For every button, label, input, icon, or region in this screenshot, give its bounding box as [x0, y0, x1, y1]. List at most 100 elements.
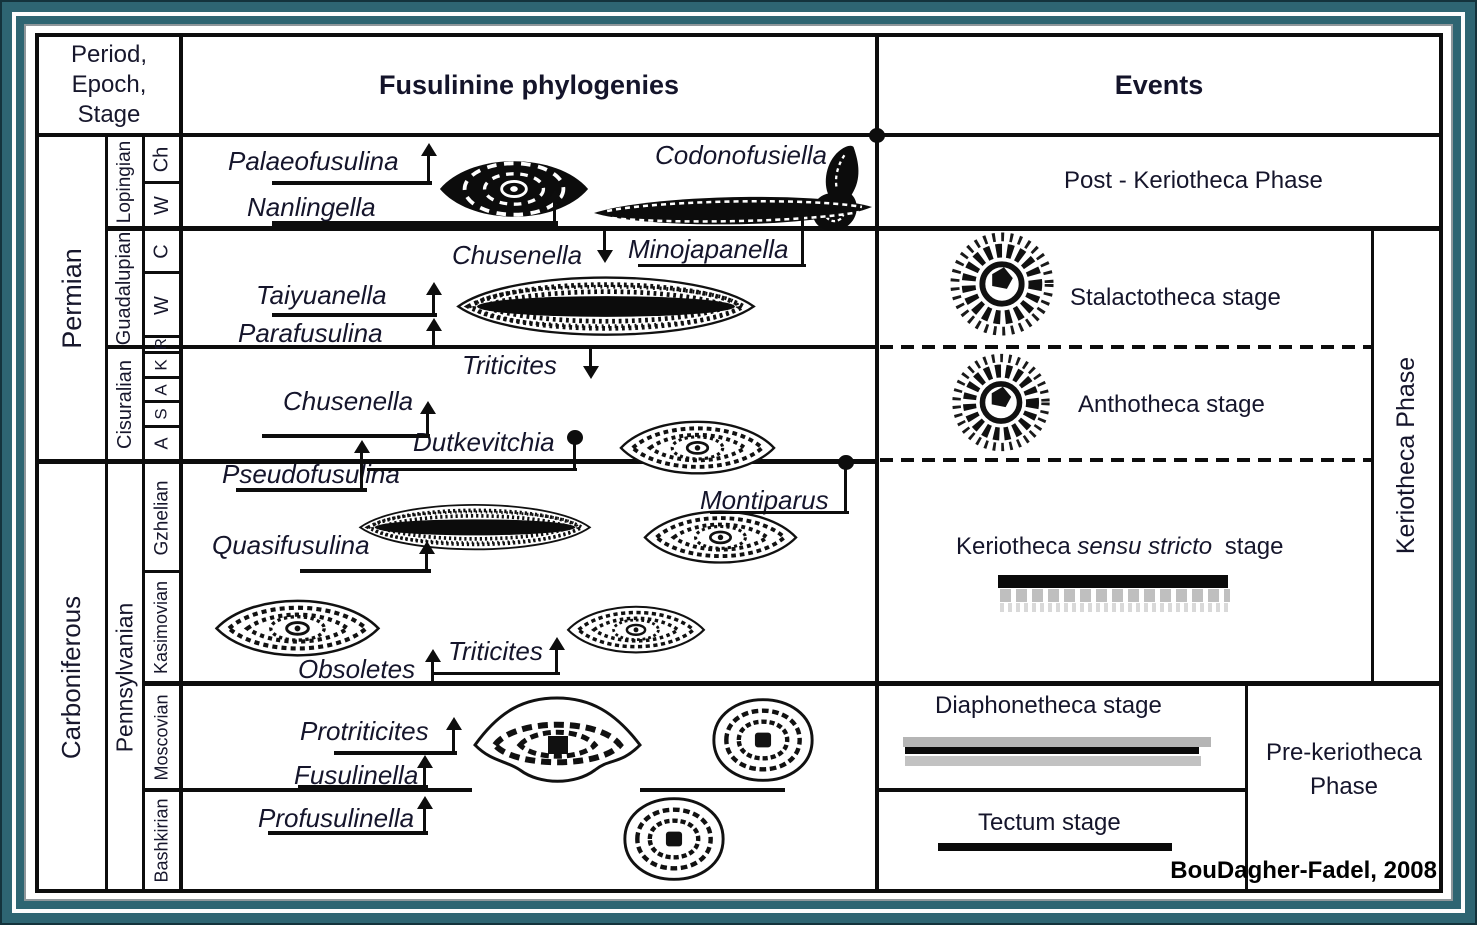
divider: [640, 788, 785, 792]
arrow-down-icon: [597, 250, 613, 263]
stage-k: K: [145, 354, 179, 376]
epoch-lopingian: Lopingian: [108, 137, 142, 226]
taxon-obsoletes: Obsoletes: [298, 654, 416, 684]
divider: [105, 226, 1439, 231]
arrow-shaft: [423, 768, 426, 785]
fossil-moscovian-round-illustration: [675, 696, 851, 784]
phylogenies-header: Fusulinine phylogenies: [183, 37, 875, 133]
stage-bashkirian-label: Bashkirian: [151, 798, 172, 883]
dashed-divider: [880, 458, 1371, 462]
arrow-up-icon: [795, 202, 811, 215]
arrow-shaft: [589, 349, 592, 366]
period-permian: Permian: [39, 137, 105, 460]
divider: [142, 788, 472, 792]
stalactotheca-texture-illustration: [948, 230, 1056, 338]
stage-divider: [142, 335, 182, 338]
epoch-guadalupian: Guadalupian: [108, 231, 142, 345]
fossil-triticites-cisuralian-illustration: [600, 410, 795, 485]
stage-divider: [142, 351, 182, 354]
range-line-montiparus: [710, 511, 849, 514]
epoch-cisuralian-label: Cisuralian: [113, 360, 136, 449]
stage-w2: W: [145, 275, 179, 335]
connector-line: [844, 468, 847, 513]
arrow-shaft: [801, 215, 804, 264]
stage-s: S: [145, 403, 179, 425]
period-epoch-stage-header: Period, Epoch, Stage: [39, 37, 179, 133]
divider: [39, 459, 877, 464]
divider: [142, 570, 182, 573]
stage-w1: W: [145, 185, 179, 226]
event-keriotheca-ss-post: stage: [1218, 533, 1284, 560]
divider: [875, 37, 879, 889]
taxon-parafusulina: Parafusulina: [238, 318, 383, 348]
arrow-down-icon: [583, 366, 599, 379]
divider: [1245, 683, 1248, 889]
fossil-triticites-kasimovian-illustration: [566, 581, 706, 678]
event-anthotheca: Anthotheca stage: [1078, 391, 1265, 418]
range-line-fusulinella: [298, 785, 428, 789]
tectum-bar: [938, 843, 1172, 851]
arrow-up-icon: [354, 440, 370, 453]
divider: [1371, 228, 1374, 683]
node-dot: [567, 430, 583, 445]
divider: [39, 133, 1439, 137]
divider: [875, 788, 1248, 792]
event-pre-keriotheca-line2: Phase: [1309, 773, 1379, 800]
arrow-shaft: [425, 554, 428, 569]
keriotheca-alveolar-comb-fine: [1000, 603, 1230, 612]
arrow-up-icon: [426, 318, 442, 331]
stage-w1-label: W: [150, 196, 173, 215]
event-keriotheca-ss: Keriotheca sensu stricto stage: [956, 533, 1284, 561]
fossil-palaeofusulina-illustration: [438, 146, 590, 232]
citation: BouDagher-Fadel, 2008: [1170, 857, 1437, 884]
stage-divider: [142, 400, 182, 403]
arrow-up-icon: [549, 637, 565, 650]
header-line: Epoch,: [71, 71, 147, 98]
stage-divider: [142, 425, 182, 428]
phylogenies-header-label: Fusulinine phylogenies: [378, 69, 680, 100]
divider: [142, 135, 145, 893]
arrow-shaft: [360, 453, 363, 488]
range-line-dutkevitchia: [367, 468, 577, 471]
event-post-keriotheca: Post - Keriotheca Phase: [1064, 167, 1323, 194]
stage-c-label: C: [150, 243, 173, 259]
range-line-palaeofusulina: [272, 181, 432, 185]
arrow-up-icon: [547, 189, 563, 202]
taxon-taiyuanella: Taiyuanella: [256, 280, 387, 310]
divider: [105, 345, 877, 349]
arrow-shaft: [432, 331, 435, 345]
taxon-nanlingella: Nanlingella: [247, 192, 376, 222]
stage-kasimovian-label: Kasimovian: [151, 580, 172, 675]
taxon-dutkevitchia: Dutkevitchia: [413, 427, 555, 457]
arrow-up-icon: [420, 401, 436, 414]
arrow-shaft: [432, 295, 435, 313]
arrow-up-icon: [417, 796, 433, 809]
stage-ch-label: Ch: [150, 146, 173, 172]
arrow-shaft: [427, 156, 430, 181]
taxon-quasifusulina: Quasifusulina: [212, 530, 370, 560]
node-dot: [838, 455, 854, 470]
events-header: Events: [879, 37, 1439, 133]
taxon-minojapanella: Minojapanella: [628, 234, 789, 264]
arrow-up-icon: [446, 717, 462, 730]
diaphonetheca-bar-gray-bottom: [905, 756, 1201, 766]
stage-s-label: S: [152, 408, 171, 420]
stage-k-label: K: [152, 359, 171, 371]
arrow-up-icon: [425, 649, 441, 662]
taxon-profusulinella: Profusulinella: [258, 803, 415, 833]
arrow-up-icon: [421, 143, 437, 156]
keriotheca-alveolar-comb: [1000, 589, 1230, 602]
epoch-cisuralian: Cisuralian: [108, 349, 142, 460]
epoch-guadalupian-label: Guadalupian: [113, 231, 136, 345]
stage-a2-label: A: [151, 437, 172, 450]
epoch-pennsylvanian-label: Pennsylvanian: [111, 602, 138, 752]
dashed-divider: [880, 345, 1371, 349]
event-tectum: Tectum stage: [978, 809, 1121, 836]
range-line-pseudofusulina: [236, 488, 367, 492]
fossil-profusulinella-illustration: [613, 795, 735, 883]
arrow-shaft: [452, 730, 455, 751]
fossil-quasifusulina-illustration: [358, 487, 592, 567]
period-carboniferous-label: Carboniferous: [56, 595, 87, 759]
stage-ch: Ch: [145, 137, 179, 181]
